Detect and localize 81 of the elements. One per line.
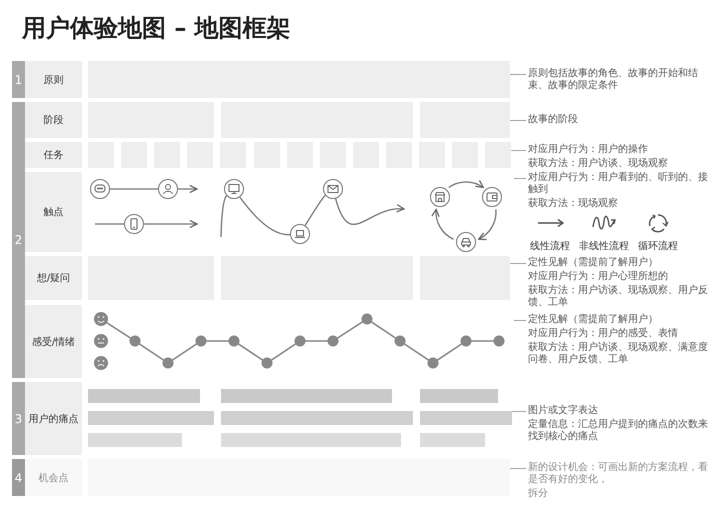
- section-number: 2: [14, 233, 22, 247]
- touchpoint-circle: [290, 224, 310, 244]
- row-header-cell: [25, 102, 82, 138]
- row-header-label: 阶段: [44, 114, 64, 127]
- placeholder-block: [221, 433, 401, 447]
- annotation-text: 定量信息：汇总用户提到的痛点的次数来找到核心的痛点: [528, 419, 709, 443]
- annotation-text: 新的设计机会：可画出新的方案流程，看是否有好的变化，: [528, 462, 709, 486]
- section-number: 4: [14, 470, 22, 484]
- arrow: [478, 209, 497, 240]
- touchpoint-circle: [323, 179, 343, 199]
- touchpoint-circle: [456, 232, 476, 252]
- legend-label: 线性流程: [530, 240, 570, 253]
- row-header-label: 机会点: [38, 472, 68, 484]
- annotation-text: 对应用户行为：用户心理所想的: [528, 271, 669, 283]
- arrow: [448, 180, 484, 188]
- row-header-cell: [25, 172, 82, 252]
- section-number-bar: [12, 382, 25, 455]
- legend-label: 非线性流程: [579, 240, 629, 253]
- page-title: 用户体验地图 – 地图框架: [22, 13, 291, 44]
- touchpoint-circle: [430, 187, 450, 207]
- annotation-text: 故事的阶段: [528, 114, 579, 126]
- touchpoint-circle: [90, 179, 110, 199]
- annotation-text: 获取方法：用户访谈、现场观察: [528, 158, 669, 170]
- legend-label: 循环流程: [638, 240, 678, 253]
- placeholder-block: [221, 389, 392, 403]
- annotation-text: 图片或文字表达: [528, 405, 599, 417]
- placeholder-block: [485, 142, 512, 168]
- placeholder-block: [420, 411, 512, 425]
- placeholder-block: [420, 102, 510, 138]
- row-header-cell: [25, 305, 82, 378]
- leader-line: [510, 150, 526, 151]
- section-number: 3: [14, 412, 22, 426]
- row-header-label: 触点: [44, 206, 64, 219]
- leader-line: [510, 120, 526, 121]
- touchpoint-circle: [124, 214, 144, 234]
- annotation-text: 对应用户行为：用户的感受、表情: [528, 328, 679, 340]
- placeholder-block: [88, 411, 214, 425]
- row-header-label: 用户的痛点: [28, 412, 78, 426]
- placeholder-block: [221, 411, 413, 425]
- row-header-label: 想/疑问: [36, 272, 70, 285]
- touchpoint-circle: [158, 179, 178, 199]
- row-header-cell: [25, 142, 82, 168]
- arrow: [144, 220, 198, 228]
- row-header-cell: [25, 61, 82, 98]
- row-header-cell: [25, 256, 82, 300]
- section-number: 1: [14, 72, 22, 86]
- annotation-text: 获取方法：现场观察: [528, 198, 619, 210]
- leader-line: [512, 411, 526, 412]
- annotation-text: 对应用户行为：用户的操作: [528, 144, 649, 156]
- placeholder-block: [88, 459, 510, 496]
- placeholder-block: [420, 256, 510, 300]
- section-number-bar: [12, 102, 25, 378]
- placeholder-block: [88, 433, 182, 447]
- touchpoint-circle: [482, 187, 502, 207]
- arrow: [178, 184, 198, 194]
- arrow: [432, 208, 454, 240]
- annotation-text: 拆分: [528, 488, 549, 500]
- placeholder-block: [88, 61, 510, 98]
- leader-line: [510, 263, 526, 264]
- row-header-label: 感受/情绪: [32, 336, 76, 348]
- annotation-text: 定性见解（需提前了解用户）: [528, 314, 659, 326]
- row-header-cell: [25, 382, 82, 455]
- row-header-label: 原则: [44, 74, 64, 86]
- leader-line: [514, 178, 526, 179]
- placeholder-block: [420, 433, 485, 447]
- leader-line: [514, 320, 526, 321]
- arrow: [334, 198, 405, 225]
- placeholder-block: [88, 389, 200, 403]
- section-number-bar: [12, 459, 25, 496]
- row-header-cell: [25, 459, 82, 496]
- annotation-text: 对应用户行为：用户看到的、听到的、接触到: [528, 172, 709, 196]
- annotation-text: 原则包括故事的角色、故事的开始和结束、故事的限定条件: [528, 68, 699, 92]
- placeholder-block: [420, 389, 498, 403]
- touchpoint-circle: [224, 179, 244, 199]
- annotation-text: 定性见解（需提前了解用户）: [528, 257, 659, 269]
- annotation-text: 获取方法：用户访谈、现场观察、用户反馈、工单: [528, 285, 709, 309]
- annotation-text: 获取方法：用户访谈、现场观察、满意度问卷、用户反馈、工单: [528, 342, 709, 366]
- section-number-bar: [12, 61, 25, 98]
- leader-line: [510, 74, 526, 75]
- leader-line: [510, 468, 526, 469]
- row-header-label: 任务: [44, 149, 64, 162]
